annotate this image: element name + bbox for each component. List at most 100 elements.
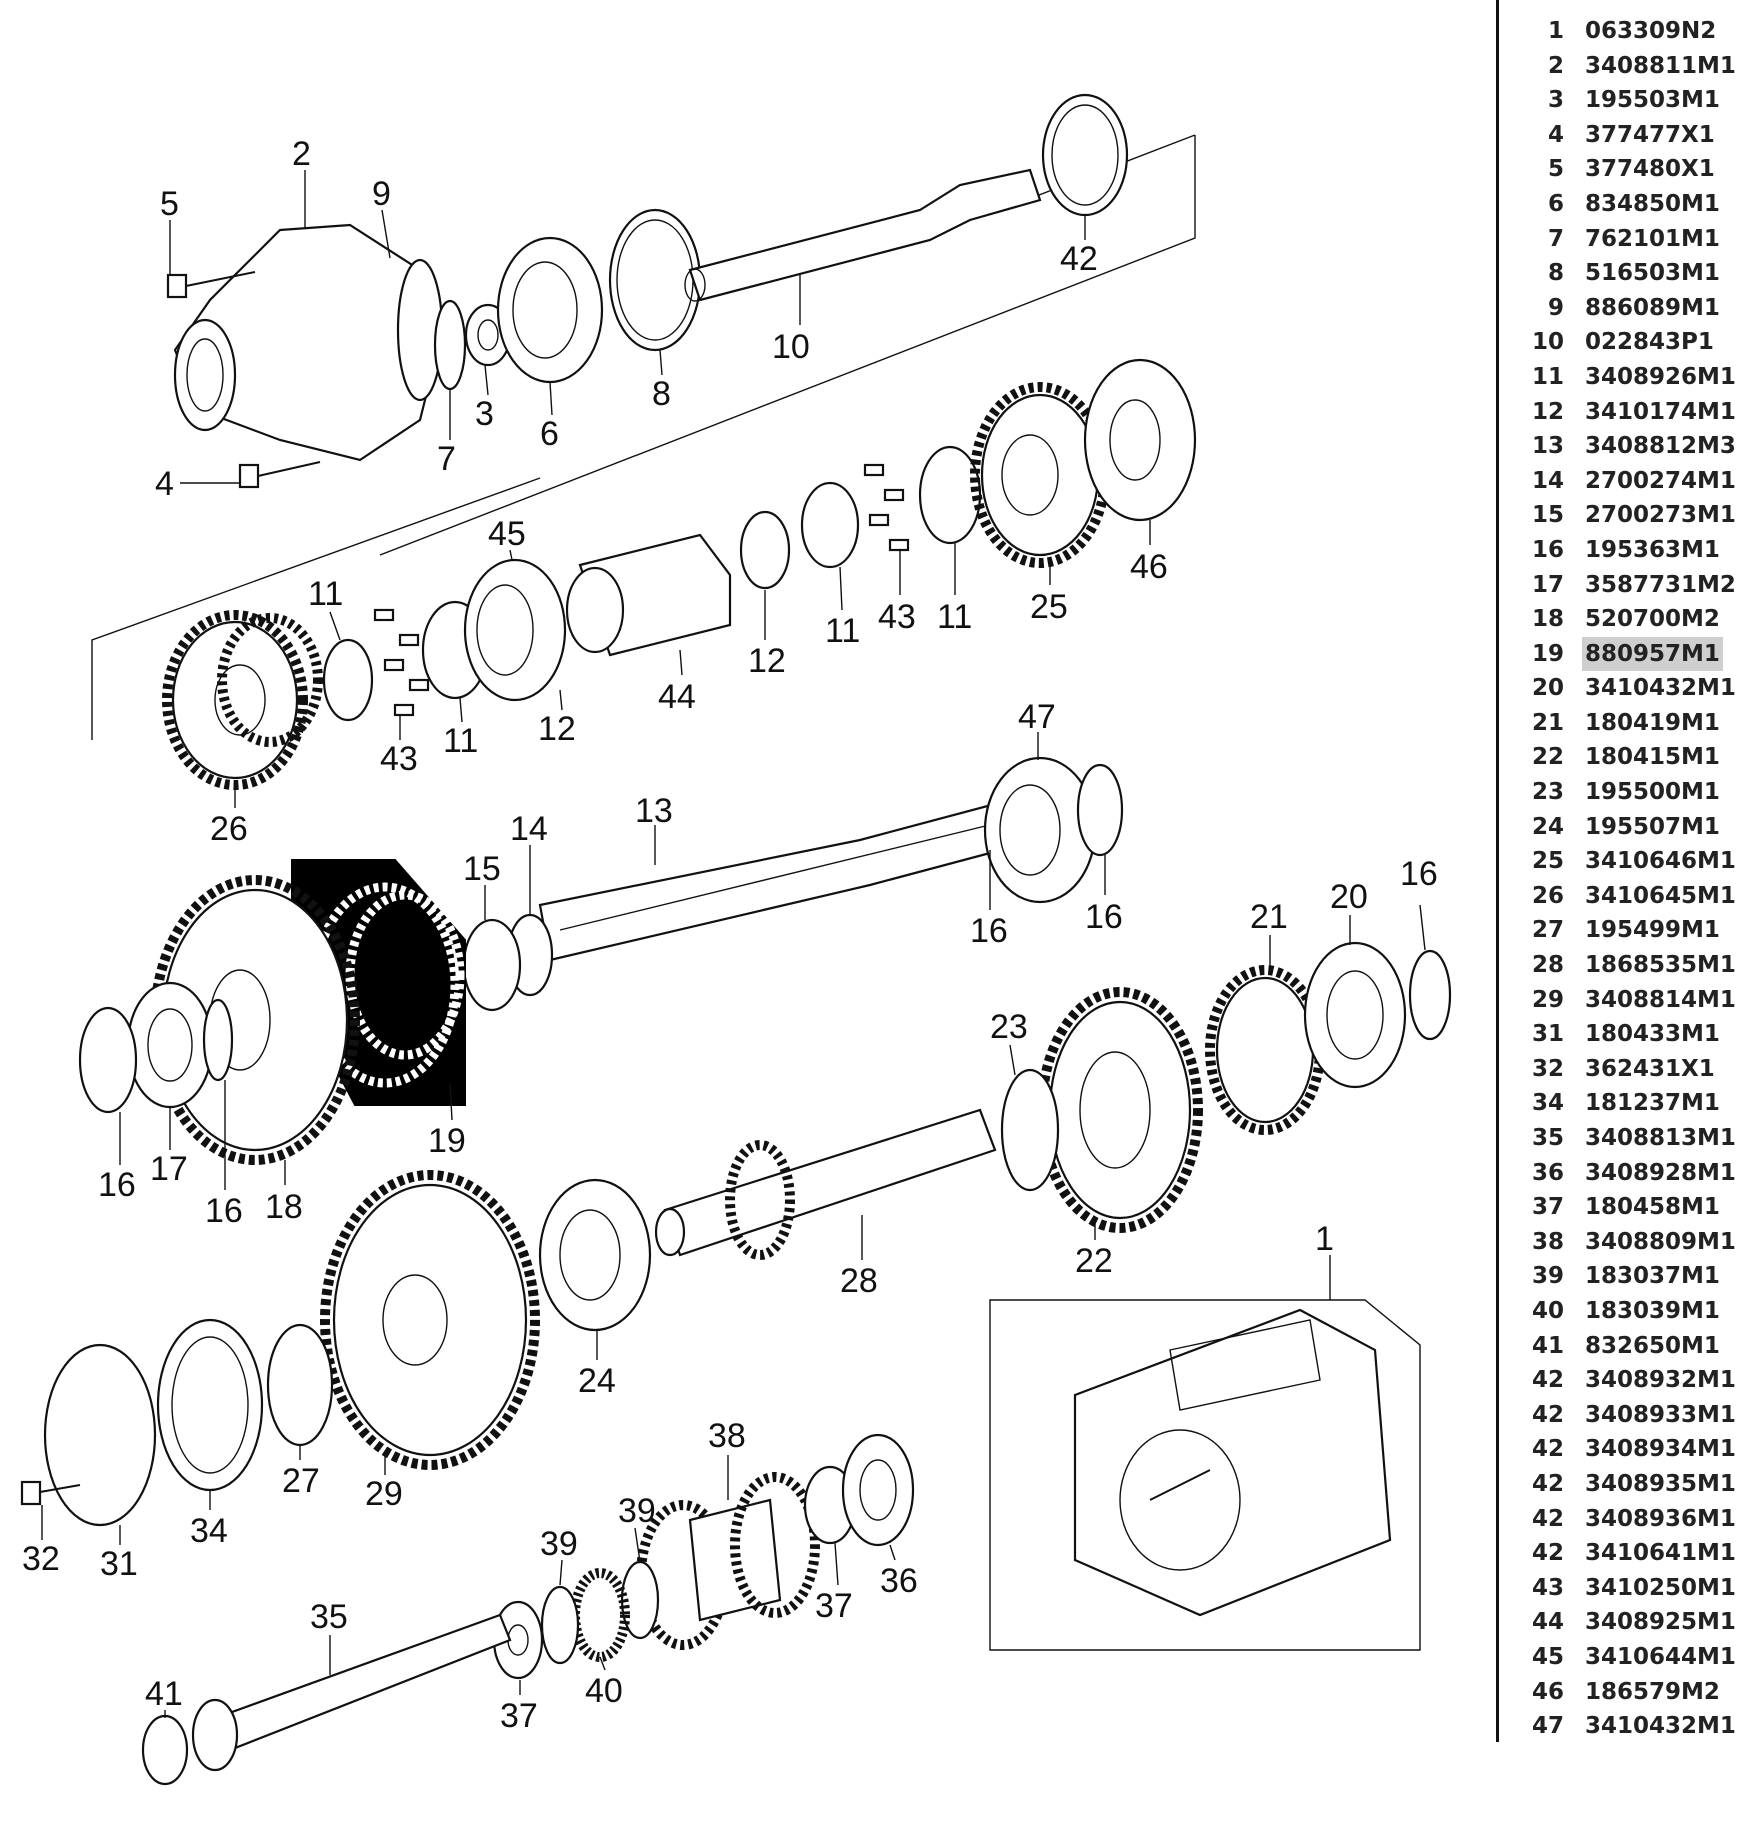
- parts-list-part-number[interactable]: 3587731M2: [1585, 571, 1736, 598]
- part-46-plate[interactable]: [1083, 358, 1197, 522]
- parts-list-part-number[interactable]: 3408926M1: [1585, 363, 1736, 390]
- parts-list-part-number[interactable]: 022843P1: [1585, 329, 1714, 356]
- parts-list-part-number[interactable]: 3410645M1: [1585, 882, 1736, 909]
- parts-list-part-number[interactable]: 195363M1: [1585, 536, 1720, 563]
- part-5-bolt[interactable]: [166, 271, 256, 299]
- parts-list-part-number[interactable]: 3408932M1: [1585, 1367, 1736, 1394]
- part-11-washer-c[interactable]: [800, 481, 860, 569]
- parts-list-part-number[interactable]: 3408928M1: [1585, 1159, 1736, 1186]
- parts-list-part-number[interactable]: 362431X1: [1585, 1055, 1715, 1082]
- parts-list-part-number[interactable]: 832650M1: [1585, 1332, 1720, 1359]
- part-20-bearing[interactable]: [1303, 941, 1407, 1089]
- parts-list-part-number[interactable]: 180433M1: [1585, 1021, 1720, 1048]
- parts-list-part-number[interactable]: 195507M1: [1585, 813, 1720, 840]
- part-1-housing-inset[interactable]: [989, 1299, 1421, 1651]
- part-26-gear[interactable]: [162, 610, 323, 790]
- parts-list-part-number[interactable]: 377480X1: [1585, 156, 1715, 183]
- part-44-sleeve[interactable]: [565, 533, 732, 657]
- parts-list-part-number[interactable]: 3408814M1: [1585, 986, 1736, 1013]
- parts-list-part-number[interactable]: 063309N2: [1585, 18, 1717, 44]
- parts-list-part-number[interactable]: 3408813M1: [1585, 1125, 1736, 1151]
- parts-list-part-number[interactable]: 180419M1: [1585, 709, 1720, 736]
- parts-list-part-number[interactable]: 886089M1: [1585, 294, 1720, 321]
- parts-list-part-number[interactable]: 3408933M1: [1585, 1401, 1736, 1428]
- part-8-snap-ring[interactable]: [608, 208, 702, 352]
- part-42-shim[interactable]: [1041, 93, 1129, 217]
- part-35-shaft[interactable]: [191, 1613, 512, 1772]
- part-36-washer[interactable]: [841, 1433, 915, 1547]
- part-27-snap-ring[interactable]: [266, 1323, 334, 1447]
- parts-list-part-number[interactable]: 180458M1: [1585, 1194, 1720, 1221]
- parts-list-part-number[interactable]: 377477X1: [1585, 121, 1715, 148]
- part-16-ring-c[interactable]: [1408, 949, 1452, 1041]
- part-38-gear[interactable]: [636, 1472, 820, 1650]
- part-13-mainshaft[interactable]: [538, 798, 1022, 962]
- part-22-gear[interactable]: [1037, 987, 1203, 1233]
- part-28-shaft[interactable]: [654, 1108, 997, 1260]
- part-17-bearing[interactable]: [126, 981, 214, 1109]
- parts-list-part-number[interactable]: 180415M1: [1585, 744, 1720, 771]
- parts-list-part-number[interactable]: 3410174M1: [1585, 398, 1736, 425]
- part-32-bolt[interactable]: [20, 1480, 81, 1506]
- parts-list-part-number[interactable]: 3410644M1: [1585, 1643, 1736, 1670]
- part-24-bearing[interactable]: [538, 1178, 652, 1332]
- part-11-washer-a[interactable]: [322, 638, 374, 722]
- parts-list-part-number[interactable]: 3410641M1: [1585, 1540, 1736, 1567]
- parts-list-part-number[interactable]: 520700M2: [1585, 606, 1720, 633]
- parts-list-part-number[interactable]: 834850M1: [1585, 190, 1720, 217]
- parts-list-part-number[interactable]: 186579M2: [1585, 1678, 1720, 1705]
- parts-list-part-number[interactable]: 183037M1: [1585, 1263, 1720, 1290]
- parts-list-part-number[interactable]: 183039M1: [1585, 1297, 1720, 1324]
- parts-list-part-number[interactable]: 762101M1: [1585, 225, 1720, 252]
- part-43-rollers-a[interactable]: [373, 608, 430, 717]
- parts-list-part-number[interactable]: 516503M1: [1585, 260, 1720, 287]
- part-4-bolt[interactable]: [238, 461, 321, 489]
- part-40-bearing[interactable]: [570, 1568, 630, 1662]
- parts-list-part-number[interactable]: 3410250M1: [1585, 1574, 1736, 1601]
- part-12-washer[interactable]: [739, 510, 791, 590]
- part-23-ring[interactable]: [1000, 1068, 1060, 1192]
- parts-list-part-number[interactable]: 195499M1: [1585, 917, 1720, 944]
- parts-list-part-number[interactable]: 3410432M1: [1585, 675, 1736, 702]
- parts-list-part-number[interactable]: 181237M1: [1585, 1090, 1720, 1117]
- parts-list-part-number[interactable]: 3410646M1: [1585, 848, 1736, 875]
- parts-list-part-number[interactable]: 2700274M1: [1585, 467, 1736, 494]
- part-16-ring-b[interactable]: [202, 998, 234, 1082]
- parts-list-part-number[interactable]: 3410432M1: [1585, 1713, 1736, 1740]
- part-21-gear[interactable]: [1205, 965, 1325, 1135]
- parts-list-part-number[interactable]: 3408811M1: [1585, 52, 1736, 79]
- part-6-bearing[interactable]: [496, 236, 604, 384]
- parts-list-part-number[interactable]: 2700273M1: [1585, 502, 1736, 529]
- part-34-gasket[interactable]: [156, 1318, 264, 1492]
- part-31-cover[interactable]: [43, 1343, 157, 1527]
- part-2-housing[interactable]: [173, 223, 442, 462]
- parts-list-part-number[interactable]: 1868535M1: [1585, 952, 1736, 979]
